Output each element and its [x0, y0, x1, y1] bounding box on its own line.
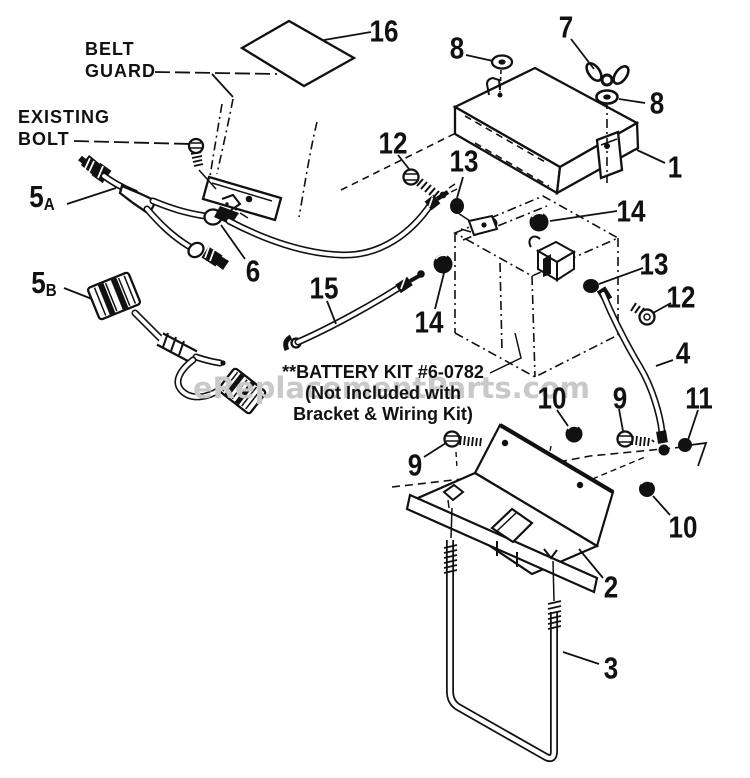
wire-harness-5a — [78, 155, 458, 270]
callout-5A-14: 5A — [29, 178, 55, 215]
callout-5B-15: 5B — [31, 264, 57, 301]
callout-13-6: 13 — [449, 143, 479, 179]
callout-16-0: 16 — [369, 13, 399, 49]
bracket-center-clip — [490, 507, 534, 567]
battery-cover-1 — [452, 66, 640, 196]
battery-kit-note-line1: **BATTERY KIT #6-0782 — [282, 362, 484, 382]
bolt-12-left — [402, 168, 440, 199]
washer-8-left — [490, 54, 514, 70]
battery-positive-terminal — [528, 235, 577, 282]
callout-2-21: 2 — [603, 569, 619, 605]
screw-9-right — [616, 430, 655, 448]
bracket-notch — [543, 548, 558, 560]
callout-12-9: 12 — [666, 279, 696, 315]
callout-7-2: 7 — [558, 9, 574, 45]
nut-13-left — [450, 198, 464, 214]
existing-bolt — [187, 137, 217, 190]
screw-9-left — [443, 430, 482, 448]
wing-nut-7 — [585, 61, 630, 87]
cable-4 — [596, 286, 670, 456]
battery-kit-note-line2: (Not Included with — [305, 383, 461, 403]
terminal-cap-14-left — [433, 254, 453, 274]
callout-sub-B: B — [45, 280, 57, 301]
callout-12-5: 12 — [378, 125, 408, 161]
battery — [453, 195, 620, 378]
callout-10-20: 10 — [668, 509, 698, 545]
callout-13-8: 13 — [639, 246, 669, 282]
terminal-cap-14-right — [529, 212, 549, 232]
belt-guard-outline — [201, 98, 469, 222]
existing-bolt-label-line2: BOLT — [18, 129, 70, 149]
callout-11-18: 11 — [685, 380, 713, 416]
leader-lines — [63, 31, 699, 665]
battery-kit-note: **BATTERY KIT #6-0782 (Not Included with… — [268, 362, 498, 425]
battery-kit-note-line3: Bracket & Wiring Kit) — [293, 404, 473, 424]
plug-5b — [86, 271, 142, 321]
belt-guard-label-line1: BELT — [85, 39, 135, 59]
watermark: eReplacementParts.com — [193, 371, 591, 405]
callout-14-7: 14 — [616, 193, 646, 229]
harness-branch-connector — [187, 241, 229, 270]
plug-5b-end — [217, 367, 267, 415]
decal-16 — [239, 19, 357, 88]
existing-bolt-label-line1: EXISTING — [18, 107, 111, 127]
callout-3-22: 3 — [603, 650, 619, 686]
callout-sub-A: A — [43, 194, 55, 215]
callout-15-12: 15 — [309, 270, 339, 306]
callout-9-17: 9 — [612, 380, 628, 416]
bracket-left-clip — [442, 483, 465, 509]
callout-4-10: 4 — [675, 335, 691, 371]
nut-13-right — [583, 279, 599, 293]
bolt-12-right — [630, 302, 656, 326]
nut-10-bottom — [639, 480, 655, 497]
washer-8-right — [595, 89, 619, 105]
belt-guard-label: BELT GUARD — [85, 38, 156, 82]
callout-9-19: 9 — [407, 447, 423, 483]
u-bolt-3 — [443, 540, 562, 758]
cable-15 — [283, 270, 425, 352]
callout-1-4: 1 — [667, 149, 683, 185]
callout-8-3: 8 — [649, 85, 665, 121]
bracket-2 — [405, 423, 615, 602]
callout-10-16: 10 — [537, 380, 567, 416]
callout-8-1: 8 — [449, 30, 465, 66]
wire-harness-5b — [86, 271, 267, 415]
harness-battery-terminal — [424, 183, 458, 211]
existing-bolt-label: EXISTING BOLT — [18, 106, 110, 150]
callout-14-11: 14 — [414, 304, 444, 340]
callout-6-13: 6 — [245, 253, 261, 289]
belt-guard-label-line2: GUARD — [85, 61, 156, 81]
battery-negative-clamp — [457, 212, 499, 237]
nut-10-left — [565, 425, 583, 443]
